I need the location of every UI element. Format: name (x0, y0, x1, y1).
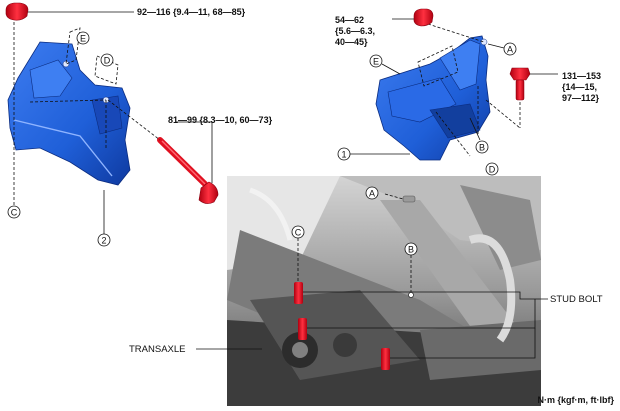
svg-text:D: D (489, 165, 496, 175)
transaxle-label: TRANSAXLE (129, 344, 186, 355)
callout-A-photo: A (365, 186, 379, 200)
mount-bracket-part-2 (7, 41, 131, 186)
torque-spec-2-line1: 54—62 (335, 15, 364, 25)
callout-E-left: E (76, 31, 90, 45)
callout-C-photo: C (291, 225, 305, 239)
torque-spec-3: 81—99 {8.3—10, 60—73} (168, 115, 273, 125)
callout-part-2: 2 (97, 190, 111, 247)
svg-text:C: C (295, 228, 302, 238)
callout-A-right: A (487, 42, 517, 56)
svg-text:D: D (104, 56, 111, 66)
callout-B-right: B (469, 117, 489, 154)
callout-D-right: D (485, 162, 499, 176)
torque-spec-2-line2: {5.6—6.3, (335, 26, 375, 36)
svg-text:2: 2 (101, 236, 106, 246)
svg-text:E: E (80, 34, 86, 44)
svg-text:E: E (373, 57, 379, 67)
svg-text:B: B (479, 143, 485, 153)
callout-B-photo: B (404, 242, 418, 256)
callout-D-left: D (100, 53, 114, 67)
transaxle-leader: TRANSAXLE (129, 344, 262, 355)
svg-text:C: C (11, 208, 18, 218)
flange-nut-top-left (5, 2, 29, 21)
callout-E-right: E (369, 54, 401, 75)
mount-through-bolt (157, 137, 219, 204)
svg-text:1: 1 (341, 150, 346, 160)
mount-bolt-right (509, 67, 531, 101)
torque-units-label: N·m {kgf·m, ft·lbf} (538, 395, 615, 405)
stud-bolt-leader: STUD BOLT (303, 291, 603, 359)
torque-spec-4-line2: {14—15, (562, 82, 597, 92)
callout-C-left: C (7, 205, 21, 219)
engine-bay-photo (227, 176, 541, 406)
svg-text:B: B (408, 245, 414, 255)
callout-part-1: 1 (337, 147, 410, 161)
stud-bolt-label: STUD BOLT (550, 294, 603, 305)
torque-spec-1: 92—116 {9.4—11, 68—85} (137, 7, 246, 17)
stud-bolt-markers (294, 282, 390, 370)
svg-text:A: A (369, 189, 375, 199)
torque-spec-4-line1: 131—153 (562, 71, 601, 81)
flange-nut-top-right (413, 8, 434, 27)
torque-spec-4-line3: 97—112} (562, 93, 600, 103)
svg-text:A: A (507, 45, 513, 55)
torque-spec-2-line3: 40—45} (335, 37, 368, 47)
engine-mount-part-1 (375, 35, 491, 161)
